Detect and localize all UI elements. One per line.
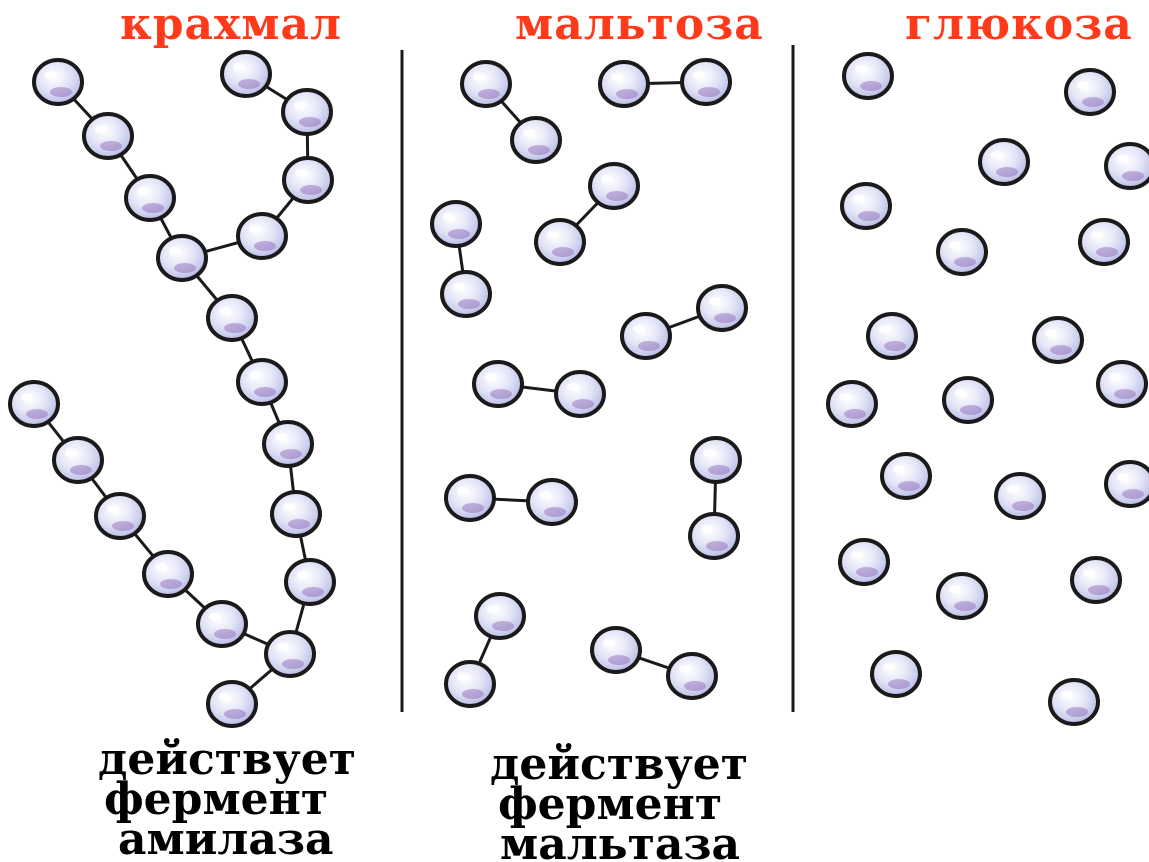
glucose-molecule <box>826 380 878 428</box>
caption-amylase-line2: фермент <box>104 774 329 825</box>
starch-glucose-unit <box>156 234 208 282</box>
glucose-molecule <box>936 572 988 620</box>
maltose-glucose-unit <box>440 270 492 318</box>
title-glucose: глюкоза <box>905 0 1133 50</box>
starch-glucose-unit <box>196 600 248 648</box>
maltose-glucose-unit <box>690 436 742 484</box>
starch-glucose-unit <box>236 212 288 260</box>
glucose-molecule <box>994 472 1046 520</box>
glucose-molecule <box>1096 360 1148 408</box>
maltose-glucose-unit <box>444 660 496 708</box>
starch-glucose-unit <box>32 58 84 106</box>
caption-amylase: действует фермент амилаза <box>98 734 357 862</box>
maltose-glucose-unit <box>620 312 672 360</box>
glucose-molecule <box>842 52 894 100</box>
starch-glucose-unit <box>52 436 104 484</box>
starch-glucose-unit <box>236 358 288 406</box>
starch-glucose-unit <box>270 490 322 538</box>
maltose-glucose-unit <box>598 60 650 108</box>
maltose-glucose-unit <box>534 218 586 266</box>
starch-glucose-unit <box>206 294 258 342</box>
caption-amylase-line3: амилаза <box>118 814 334 862</box>
maltose-glucose-unit <box>472 360 524 408</box>
glucose-molecule <box>1064 68 1116 116</box>
starch-glucose-unit <box>284 558 336 606</box>
glucose-molecule <box>1104 142 1149 190</box>
starch-glucose-unit <box>206 680 258 728</box>
caption-maltase-line3: мальтаза <box>500 819 740 862</box>
glucose-molecule <box>1078 218 1130 266</box>
caption-maltase-line1: действует <box>490 739 749 790</box>
maltose-glucose-unit <box>460 60 512 108</box>
caption-maltase-line2: фермент <box>498 779 723 830</box>
starch-glucose-unit <box>282 156 334 204</box>
maltose-glucose-unit <box>510 116 562 164</box>
maltose-glucose-unit <box>474 592 526 640</box>
glucose-molecule <box>1070 556 1122 604</box>
maltose-glucose-unit <box>444 474 496 522</box>
starch-glucose-unit <box>262 420 314 468</box>
caption-maltase: действует фермент мальтаза <box>490 739 749 862</box>
maltose-glucose-unit <box>430 200 482 248</box>
starch-glucose-unit <box>82 112 134 160</box>
maltose-glucose-unit <box>666 652 718 700</box>
glucose-molecule <box>1032 316 1084 364</box>
starch-glucose-unit <box>281 88 333 136</box>
starch-glucose-unit <box>220 50 272 98</box>
glucose-molecule <box>838 538 890 586</box>
molecules-group <box>8 50 1149 728</box>
glucose-molecule <box>942 376 994 424</box>
maltose-glucose-unit <box>588 162 640 210</box>
glucose-molecule <box>1048 678 1100 726</box>
starch-glucose-unit <box>94 492 146 540</box>
caption-amylase-line1: действует <box>98 734 357 785</box>
title-starch: крахмал <box>120 0 343 50</box>
maltose-glucose-unit <box>590 626 642 674</box>
glucose-molecule <box>870 650 922 698</box>
title-maltose: мальтоза <box>515 0 764 50</box>
glucose-molecule <box>880 452 932 500</box>
maltose-glucose-unit <box>688 512 740 560</box>
maltose-glucose-unit <box>680 58 732 106</box>
starch-glucose-unit <box>8 380 60 428</box>
glucose-molecule <box>866 312 918 360</box>
maltose-glucose-unit <box>696 284 748 332</box>
starch-glucose-unit <box>264 630 316 678</box>
glucose-molecule <box>1104 460 1149 508</box>
maltose-glucose-unit <box>526 478 578 526</box>
glucose-molecule <box>936 228 988 276</box>
starch-glucose-unit <box>142 550 194 598</box>
glucose-molecule <box>978 138 1030 186</box>
starch-glucose-unit <box>124 174 176 222</box>
glucose-molecule <box>840 182 892 230</box>
maltose-glucose-unit <box>554 370 606 418</box>
